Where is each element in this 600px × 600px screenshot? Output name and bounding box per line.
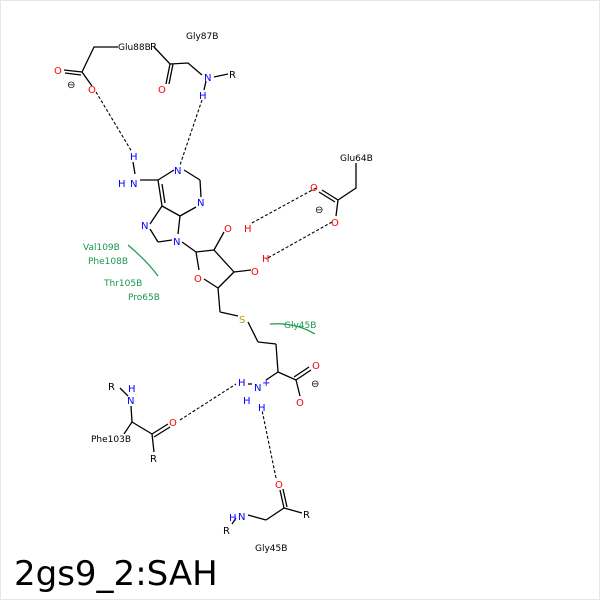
hbond-glu64-o3 bbox=[249, 187, 317, 225]
hcy-o2: O bbox=[296, 398, 304, 409]
ade-n1: N bbox=[174, 166, 181, 177]
ade-n6: N bbox=[130, 179, 137, 190]
phe103-n: N bbox=[127, 396, 134, 407]
gly87-n: N bbox=[204, 73, 211, 84]
phe103-o: O bbox=[169, 418, 177, 429]
ade-n7: N bbox=[141, 221, 148, 232]
hydrophobic-labels: Val109B Phe108B Thr105B Pro65B Gly45B bbox=[83, 243, 316, 331]
ligand-s: S bbox=[239, 315, 245, 326]
diagram-caption: 2gs9_2:SAH bbox=[14, 554, 218, 594]
rib-o4: O bbox=[194, 274, 202, 285]
glu88-charge: ⊖ bbox=[67, 80, 75, 91]
gly87-r: R bbox=[150, 42, 157, 53]
gly45-n: N bbox=[238, 512, 245, 523]
gly87-r2: R bbox=[229, 70, 236, 81]
ligand-ribose: O O H O H S bbox=[181, 224, 270, 326]
ade-n6-h1: H bbox=[130, 152, 138, 163]
glu64-label: Glu64B bbox=[340, 154, 373, 164]
gly45-label: Gly45B bbox=[255, 544, 287, 554]
rib-o3: O bbox=[224, 224, 232, 235]
gly45-o: O bbox=[275, 480, 283, 491]
pro65-label: Pro65B bbox=[128, 293, 160, 303]
gly45-hyd-label: Gly45B bbox=[284, 321, 316, 331]
glu64-o1: O bbox=[310, 183, 318, 194]
rib-h2: H bbox=[262, 254, 270, 265]
gly45-r1: R bbox=[223, 526, 230, 537]
hbond-phe103-o bbox=[179, 383, 237, 421]
residue-gly45: R H N O R Gly45B bbox=[223, 480, 310, 554]
hbond-gly45-o bbox=[261, 409, 277, 479]
ligand-adenine: H H N N N N N bbox=[118, 152, 204, 248]
hcy-charge: ⊖ bbox=[311, 379, 319, 390]
gly45-h: H bbox=[229, 513, 237, 524]
hydrophobic-contacts bbox=[127, 244, 316, 335]
hcy-n-plus: + bbox=[262, 378, 270, 389]
hydrophobic-arc-sugar bbox=[127, 244, 159, 277]
gly87-label: Gly87B bbox=[186, 32, 218, 42]
ade-n6-h2: H bbox=[118, 179, 126, 190]
thr105-label: Thr105B bbox=[103, 279, 142, 289]
glu88-label: Glu88B bbox=[118, 43, 151, 53]
gly45-r2: R bbox=[303, 510, 310, 521]
residue-glu88: O O ⊖ Glu88B bbox=[54, 43, 151, 96]
phe103-r1: R bbox=[108, 382, 115, 393]
glu64-charge: ⊖ bbox=[315, 205, 323, 216]
phe103-r2: R bbox=[150, 454, 157, 465]
residue-gly87: R O N H R Gly87B bbox=[150, 32, 236, 102]
gly87-o: O bbox=[158, 85, 166, 96]
hcy-h1: H bbox=[238, 378, 246, 389]
hcy-o1: O bbox=[312, 361, 320, 372]
ligand-homocysteine: O O ⊖ N + H H H bbox=[238, 321, 320, 414]
gly87-h: H bbox=[199, 91, 207, 102]
rib-h3: H bbox=[244, 224, 252, 235]
hbond-glu64-o2 bbox=[265, 221, 333, 260]
glu88-o1: O bbox=[54, 66, 62, 77]
hbond-glu88-n bbox=[95, 91, 133, 153]
residue-glu64: O O ⊖ Glu64B bbox=[310, 154, 373, 229]
residue-phe103: R N H O R Phe103B bbox=[91, 382, 177, 465]
glu88-o2: O bbox=[88, 85, 96, 96]
phe103-label: Phe103B bbox=[91, 435, 131, 445]
hydrophobic-arc-gly45 bbox=[269, 323, 316, 335]
phe108-label: Phe108B bbox=[88, 257, 128, 267]
hcy-h3: H bbox=[258, 403, 266, 414]
rib-o2: O bbox=[251, 267, 259, 278]
ade-n3: N bbox=[197, 198, 204, 209]
glu64-o2: O bbox=[331, 218, 339, 229]
ade-n9: N bbox=[173, 237, 180, 248]
hcy-n: N bbox=[254, 383, 261, 394]
val109-label: Val109B bbox=[83, 243, 120, 253]
hbond-gly87-n bbox=[179, 99, 203, 166]
hcy-h2: H bbox=[243, 396, 251, 407]
hydrogen-bonds bbox=[95, 91, 333, 479]
phe103-h: H bbox=[128, 384, 136, 395]
